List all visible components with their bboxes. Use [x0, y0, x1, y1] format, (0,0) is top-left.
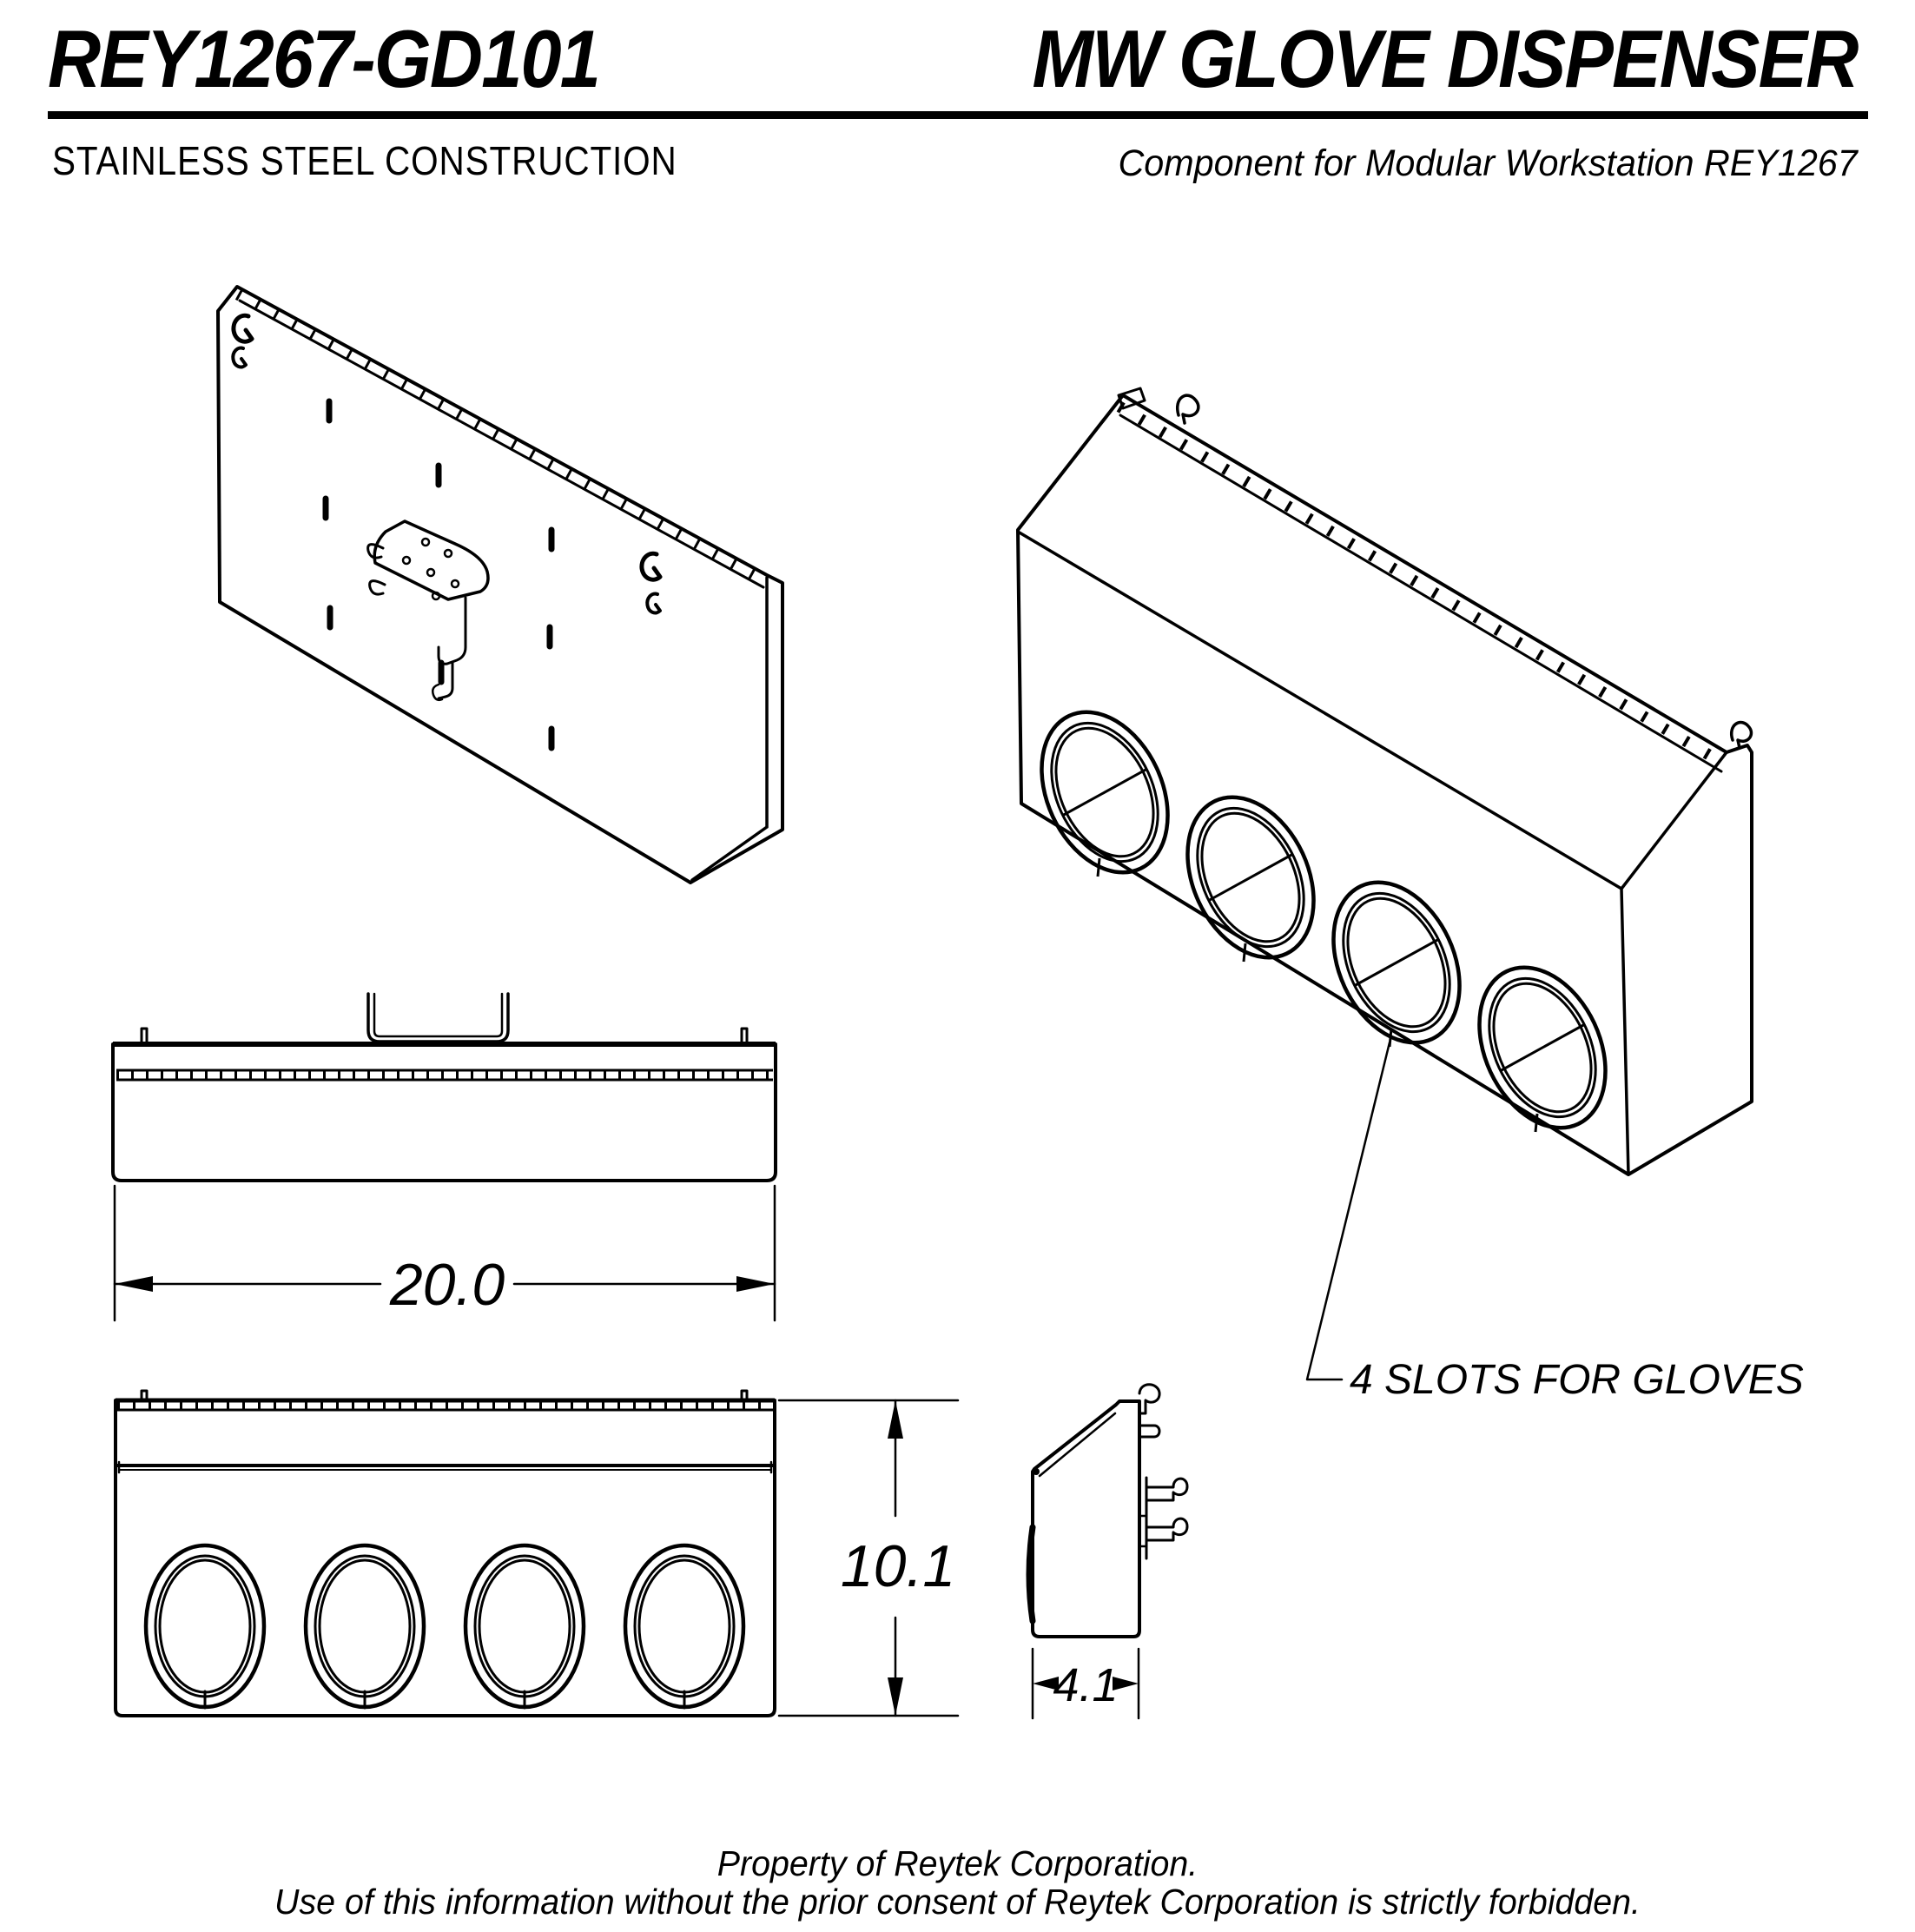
mount-hook-icon — [1138, 1383, 1161, 1415]
vent-slots — [322, 398, 555, 751]
width-dimension-value: 20.0 — [389, 1252, 505, 1318]
side-view — [1026, 1383, 1189, 1638]
glove-hole — [623, 1543, 746, 1710]
mounting-bracket — [366, 519, 490, 702]
footer-confidentiality-note: Use of this information without the prio… — [274, 1882, 1641, 1922]
top-view — [111, 992, 777, 1182]
glove-hole — [1331, 880, 1462, 1048]
hanger-cutout-icon — [639, 551, 663, 582]
hinge-pin — [140, 1389, 149, 1402]
hinge-pin — [740, 1389, 749, 1402]
glove-hole — [303, 1543, 426, 1710]
depth-dimension-value: 4.1 — [1053, 1659, 1118, 1711]
part-number-title: REY1267-GD101 — [48, 13, 601, 104]
hinge-pin — [740, 1027, 749, 1046]
product-title: MW GLOVE DISPENSER — [1032, 13, 1859, 104]
hinge-pin — [140, 1027, 149, 1046]
title-rule — [48, 111, 1868, 119]
material-note: STAINLESS STEEL CONSTRUCTION — [52, 138, 677, 183]
glove-hole — [1477, 965, 1608, 1133]
rear-isometric-view — [216, 285, 784, 884]
glove-hole — [463, 1543, 586, 1710]
height-dimension: 10.1 — [777, 1399, 960, 1717]
glove-hole — [143, 1543, 267, 1710]
footer-property-note: Property of Reytek Corporation. — [716, 1843, 1199, 1883]
bracket-u-profile — [366, 992, 510, 1043]
leader-line — [1305, 1041, 1391, 1381]
glove-hole — [1040, 710, 1170, 877]
width-dimension: 20.0 — [113, 1184, 776, 1322]
glove-hole — [1185, 795, 1316, 963]
hang-loop-icon — [1175, 394, 1200, 425]
depth-dimension: 4.1 — [1031, 1647, 1140, 1720]
component-note: Component for Modular Workstation REY126… — [1118, 142, 1858, 184]
height-dimension-value: 10.1 — [841, 1533, 955, 1599]
mount-hook-icon — [1138, 1424, 1161, 1439]
slots-annotation: 4 SLOTS FOR GLOVES — [1350, 1357, 1804, 1403]
bracket-holes — [401, 537, 460, 601]
front-isometric-view: 4 SLOTS FOR GLOVES — [1016, 387, 1804, 1403]
hanger-cutout-icon — [645, 592, 662, 615]
bracket-profile — [1138, 1476, 1189, 1560]
hanger-cutout-icon — [231, 313, 254, 344]
hanger-cutout-icon — [231, 346, 248, 369]
front-view — [114, 1389, 776, 1717]
hang-loop-icon — [1729, 720, 1753, 750]
